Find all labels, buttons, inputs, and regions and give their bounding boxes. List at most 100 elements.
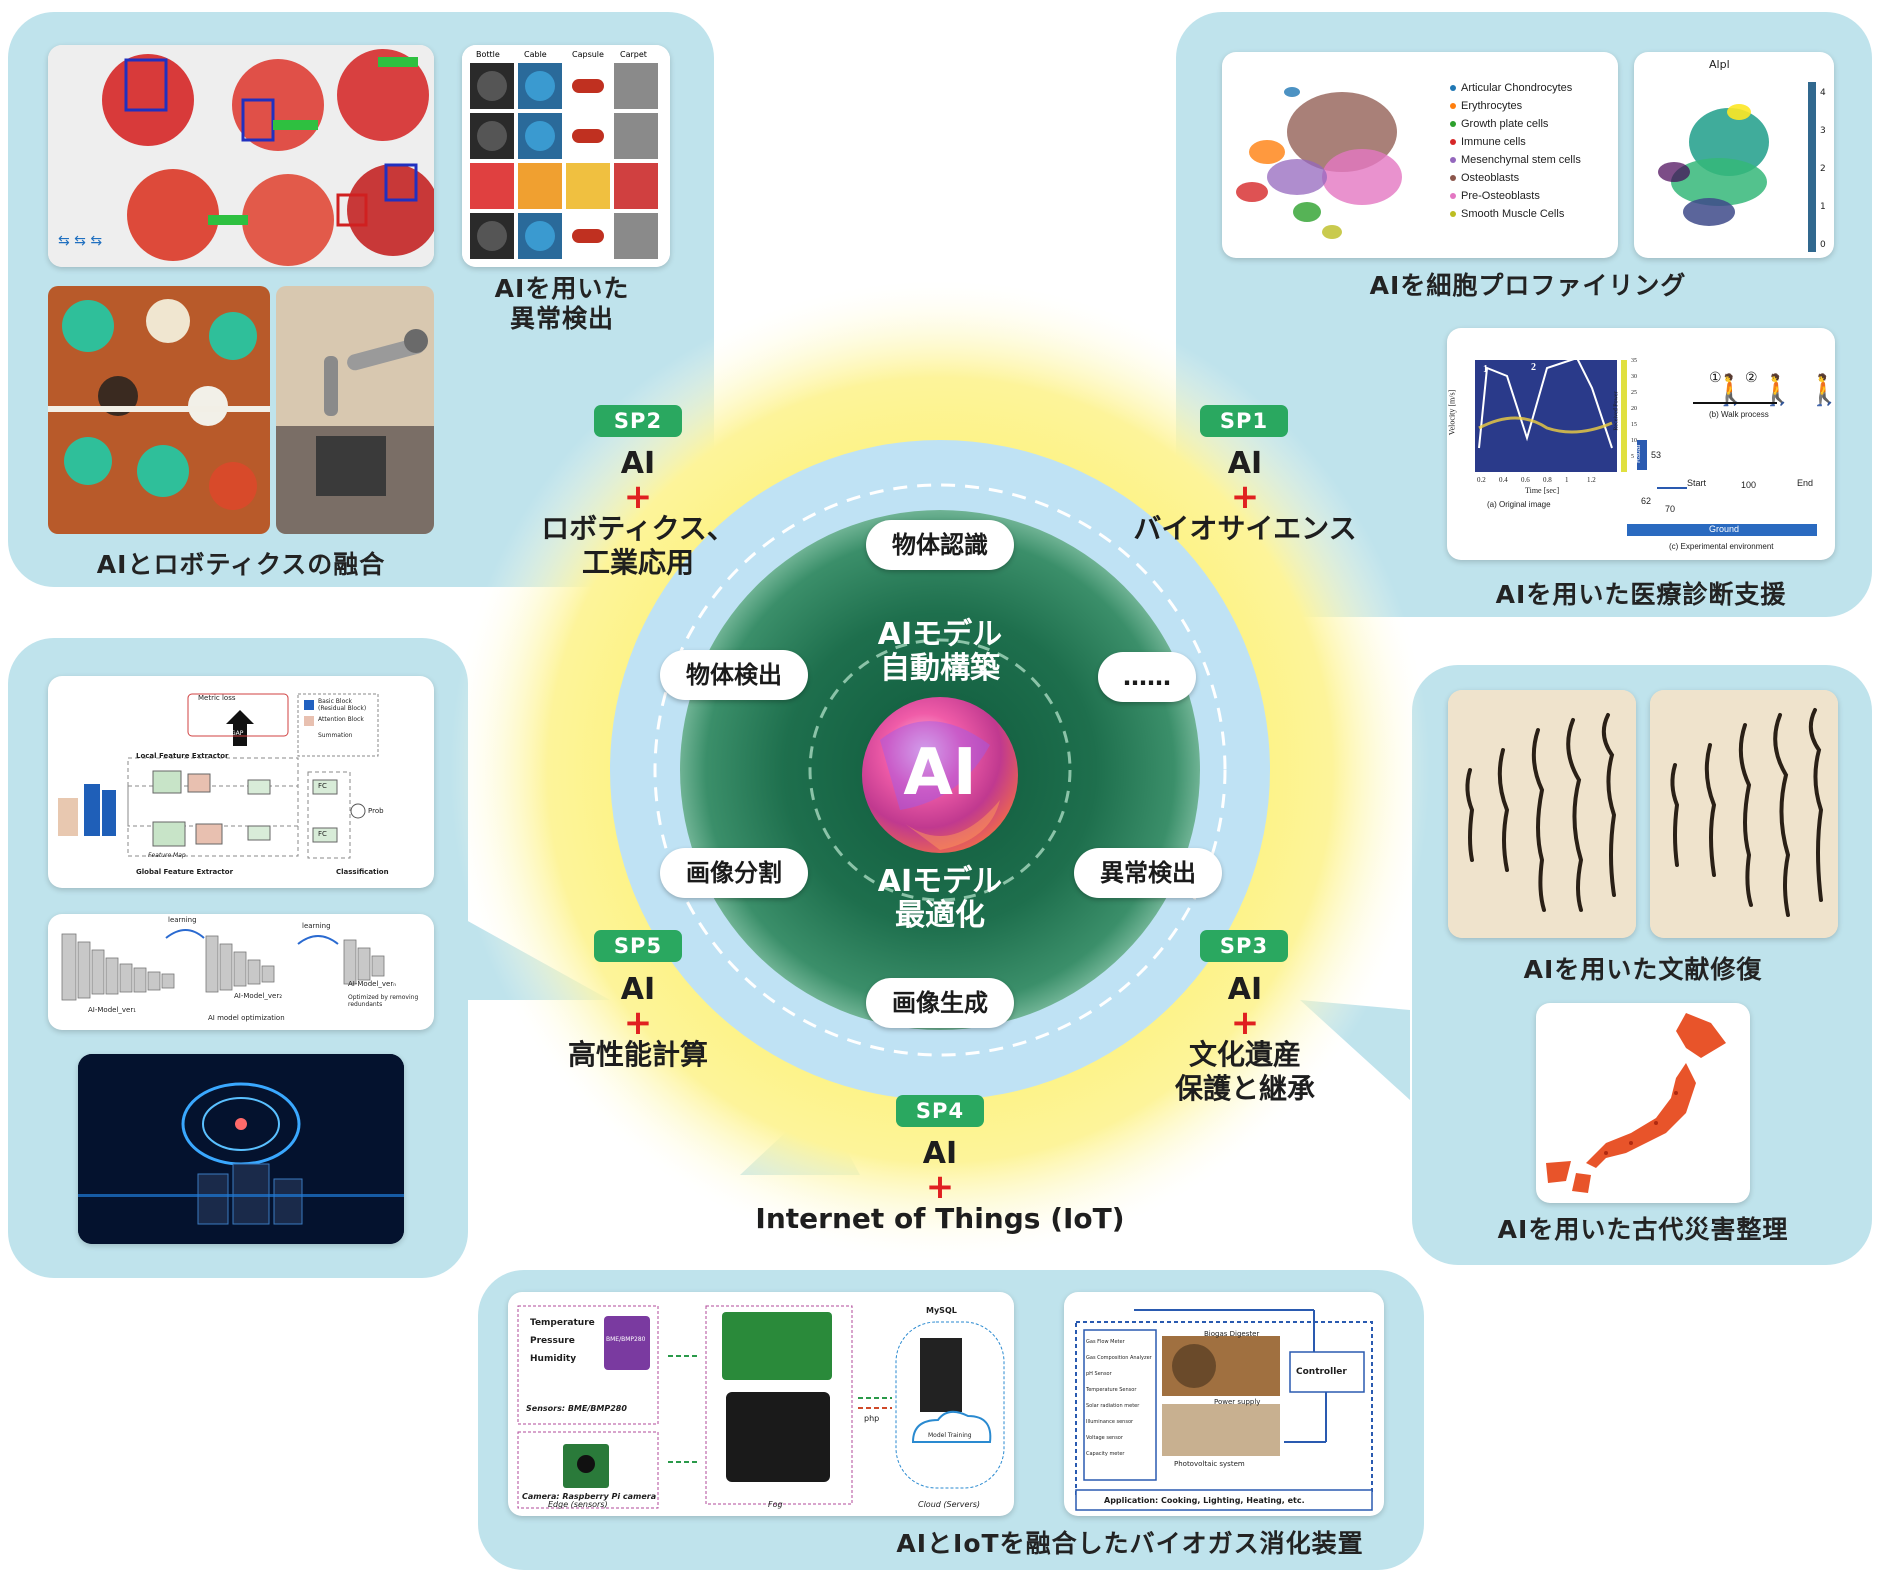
local-extractor-label: Local Feature Extractor — [136, 752, 229, 760]
sp3-badge: SP3 — [1200, 930, 1288, 962]
legend-label: Erythrocytes — [1461, 100, 1523, 112]
attention-block-label: Attention Block — [318, 716, 364, 723]
document-caption: AIを用いた文献修復 — [1523, 955, 1763, 984]
capsule-shape — [572, 129, 604, 143]
ai-sphere — [862, 697, 1018, 853]
colorbar-tick: 3 — [1820, 126, 1826, 136]
anomaly-caption: AIを用いた異常検出 — [494, 274, 630, 333]
gait-xtick: 0.4 — [1499, 476, 1508, 484]
gait-d70: 70 — [1665, 504, 1676, 514]
legend-label: Mesenchymal stem cells — [1461, 154, 1581, 166]
camera-caption: Camera: Raspberry Pi camera — [522, 1492, 657, 1501]
gait-peak-2: 2 — [1531, 362, 1536, 373]
alpl-title: Alpl — [1709, 58, 1730, 71]
anomaly-tile-object — [525, 121, 555, 151]
capsule-shape — [572, 79, 604, 93]
gait-xlabel: Time [sec] — [1525, 486, 1560, 495]
colorbar-tick: 2 — [1820, 164, 1826, 174]
learning-label-2: learning — [302, 922, 331, 930]
gait-cbar-tick: 25 — [1631, 390, 1637, 396]
svg-text:⇆ ⇆ ⇆: ⇆ ⇆ ⇆ — [58, 233, 102, 249]
sp5-badge: SP5 — [594, 930, 682, 962]
gait-cbar-tick: 35 — [1631, 358, 1637, 364]
legend-dot — [1450, 193, 1456, 200]
gait-cbar-tick: 30 — [1631, 374, 1637, 380]
dashed-ring-inner — [808, 638, 1072, 902]
metric-loss-label: Metric loss — [198, 694, 236, 702]
anomaly-tile — [614, 163, 658, 209]
gait-step-2: ② — [1745, 371, 1758, 386]
legend-dot — [1450, 157, 1456, 164]
medical-caption: AIを用いた医療診断支援 — [1495, 580, 1787, 609]
application-label: Application: Cooking, Lighting, Heating,… — [1104, 1496, 1305, 1505]
anomaly-tile-object — [477, 71, 507, 101]
anomaly-header-bottle: Bottle — [476, 50, 500, 59]
model-training-label: Model Training — [928, 1432, 972, 1439]
umap-legend-item: Erythrocytes — [1450, 100, 1522, 112]
bme-chip-label: BME/BMP280 — [606, 1336, 646, 1343]
global-extractor-label: Global Feature Extractor — [136, 868, 234, 876]
umap-legend-item: Mesenchymal stem cells — [1450, 154, 1581, 166]
task-image-segmentation: 画像分割 — [660, 848, 808, 898]
legend-label: Growth plate cells — [1461, 118, 1549, 130]
controller-label: Controller — [1296, 1367, 1347, 1377]
umap-legend-item: Growth plate cells — [1450, 118, 1548, 130]
architecture-diagram-card: Metric loss Basic Block (Residual Block)… — [48, 676, 434, 888]
gait-d100: 100 — [1741, 480, 1757, 490]
old-document-right — [1650, 690, 1838, 938]
cell-profiling-caption: AIを細胞プロファイリング — [1369, 271, 1687, 300]
apple-detection-photo: ⇆ ⇆ ⇆ — [48, 45, 434, 267]
gait-caption-b: (b) Walk process — [1709, 410, 1769, 419]
cloud-label: Cloud (Servers) — [918, 1500, 981, 1509]
fc-label-1: FC — [318, 782, 327, 790]
ai-core-label: AI — [903, 736, 977, 810]
gait-ylabel: Velocity [m/s] — [1447, 389, 1457, 436]
sensor-temperature-label: Temperature — [530, 1318, 595, 1328]
php-label: php — [864, 1414, 880, 1423]
anomaly-tile — [614, 63, 658, 109]
gait-cbar-tick: 10 — [1631, 438, 1637, 444]
umap-legend-item: Immune cells — [1450, 136, 1526, 148]
task-more: …… — [1098, 652, 1196, 702]
gait-caption-c: (c) Experimental environment — [1669, 542, 1774, 551]
colorbar-tick: 0 — [1820, 240, 1826, 250]
fog-label: Fog — [768, 1500, 783, 1509]
anomaly-tile — [614, 113, 658, 159]
legend-label: Articular Chondrocytes — [1461, 82, 1573, 94]
colorbar-tick: 1 — [1820, 202, 1826, 212]
legend-dot — [1450, 175, 1456, 182]
colorbar-tick: 4 — [1820, 88, 1826, 98]
gait-cbar-tick: 5 — [1631, 454, 1634, 460]
legend-dot — [1450, 211, 1456, 218]
opt-caption: AI model optimization — [208, 1014, 285, 1022]
pv-label: Photovoltaic system — [1174, 1460, 1245, 1468]
task-image-generation: 画像生成 — [866, 978, 1014, 1028]
anomaly-header-carpet: Carpet — [620, 50, 647, 59]
gait-xtick: 0.6 — [1521, 476, 1530, 484]
robot-arm-photo — [276, 286, 434, 534]
robotics-caption: AIとロボティクスの融合 — [96, 550, 386, 579]
gait-start: Start — [1687, 478, 1707, 488]
gait-ground: Ground — [1709, 524, 1740, 534]
old-document-left — [1448, 690, 1636, 938]
summation-label: Summation — [318, 732, 353, 739]
fc-label-2: FC — [318, 830, 327, 838]
anomaly-tile-object — [477, 221, 507, 251]
anomaly-tile-object — [477, 121, 507, 151]
legend-label: Pre-Osteoblasts — [1461, 190, 1540, 202]
sp5-group: AI+ 高性能計算 — [567, 972, 708, 1071]
gait-radar-label: Radar — [1635, 443, 1643, 464]
iot-architecture-card: Temperature Pressure Humidity BME/BMP280… — [508, 1292, 1014, 1516]
disaster-caption: AIを用いた古代災害整理 — [1497, 1215, 1789, 1244]
opt-model-label-1: AI-Model_ver₁ — [88, 1006, 137, 1014]
gait-xtick: 1 — [1565, 476, 1569, 484]
classification-label: Classification — [336, 868, 389, 876]
capsule-shape — [572, 229, 604, 243]
umap-legend-item: Pre-Osteoblasts — [1450, 190, 1540, 202]
opt-note: Optimized by removing redundants — [348, 994, 419, 1008]
sp2-badge: SP2 — [594, 405, 682, 437]
legend-label: Smooth Muscle Cells — [1461, 208, 1565, 220]
task-object-recognition: 物体認識 — [866, 520, 1014, 570]
ai-brain-server-image — [78, 1054, 404, 1244]
